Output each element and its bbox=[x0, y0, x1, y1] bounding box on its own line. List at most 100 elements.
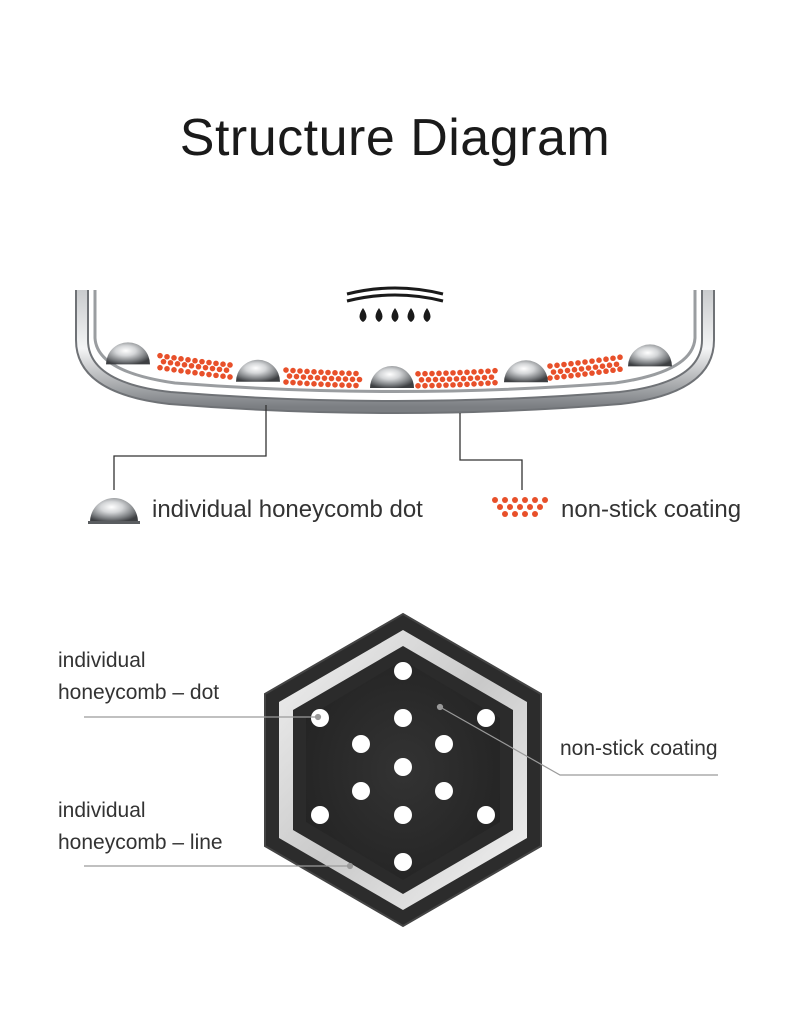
pan-ball bbox=[106, 342, 150, 365]
hexagon-honeycomb-dot bbox=[435, 782, 453, 800]
coating-dot bbox=[178, 368, 184, 374]
hexagon-honeycomb-dot bbox=[477, 709, 495, 727]
coating-dot bbox=[349, 376, 356, 383]
coating-dot bbox=[290, 367, 296, 374]
pan-honeycomb-dots bbox=[106, 342, 672, 388]
steam-drops-icon bbox=[346, 286, 444, 322]
coating-dot bbox=[318, 369, 324, 375]
coating-dot bbox=[474, 375, 481, 381]
coating-dot bbox=[575, 372, 581, 378]
coating-dot bbox=[596, 357, 602, 363]
label-dot-line1: individual bbox=[58, 649, 146, 672]
pan-ball bbox=[236, 359, 280, 382]
coating-dot bbox=[181, 362, 188, 368]
hexagon-honeycomb-dot bbox=[394, 709, 412, 727]
coating-dot bbox=[564, 367, 571, 374]
coating-dot bbox=[332, 370, 338, 376]
hexagon-leader-lines bbox=[84, 703, 718, 870]
steam-drop bbox=[375, 308, 383, 322]
coating-dot bbox=[304, 368, 310, 375]
coating-dot bbox=[422, 382, 428, 389]
coating-dot bbox=[568, 360, 574, 367]
coating-dot bbox=[332, 382, 338, 388]
coating-dot bbox=[220, 361, 226, 367]
legend-coating-dot bbox=[522, 511, 528, 517]
coating-dot bbox=[307, 374, 314, 381]
legend-coating-dot bbox=[542, 497, 548, 503]
coating-dot bbox=[164, 365, 170, 372]
coating-dot bbox=[453, 376, 460, 382]
legend-coating-dot bbox=[537, 504, 543, 510]
coating-dot bbox=[429, 370, 435, 377]
coating-dot bbox=[478, 380, 484, 387]
steam-drop bbox=[423, 308, 431, 322]
coating-dot bbox=[300, 374, 307, 380]
coating-dot bbox=[188, 362, 195, 369]
coating-dot bbox=[488, 374, 495, 380]
coating-dot bbox=[325, 381, 331, 388]
steam-drop bbox=[407, 308, 415, 322]
coating-dot bbox=[164, 353, 170, 360]
coating-dot bbox=[157, 352, 163, 359]
legend-coating-dot bbox=[522, 497, 528, 503]
coating-dot bbox=[321, 375, 328, 381]
coating-dot bbox=[429, 382, 435, 389]
coating-dot bbox=[457, 381, 463, 388]
hexagon-honeycomb-dot bbox=[394, 662, 412, 680]
coating-dot bbox=[613, 361, 620, 368]
coating-dot bbox=[554, 362, 560, 369]
label-line-line2: honeycomb – line bbox=[58, 831, 223, 854]
coating-dot bbox=[603, 368, 609, 375]
coating-dot bbox=[603, 356, 609, 363]
coating-dot bbox=[311, 381, 317, 387]
coating-dot bbox=[425, 376, 432, 383]
coating-dot bbox=[464, 369, 470, 376]
coating-dot bbox=[422, 370, 428, 377]
legend-coating: non-stick coating bbox=[561, 490, 741, 530]
coating-dot bbox=[578, 366, 585, 372]
label-honeycomb-dot: individual honeycomb – dot bbox=[58, 645, 219, 709]
coating-dot bbox=[547, 363, 553, 369]
coating-dot bbox=[415, 383, 421, 389]
coating-dot bbox=[443, 370, 449, 376]
coating-dot bbox=[446, 376, 453, 382]
legend-coating-dot bbox=[527, 504, 533, 510]
coating-dot bbox=[318, 381, 324, 387]
coating-dot bbox=[492, 367, 498, 374]
hexagon-honeycomb-dot bbox=[311, 806, 329, 824]
coating-dot bbox=[492, 379, 498, 386]
coating-dot bbox=[557, 368, 564, 375]
coating-dot bbox=[585, 365, 592, 371]
coating-dot bbox=[571, 366, 578, 373]
coating-dot bbox=[610, 355, 616, 362]
coating-dot bbox=[174, 361, 181, 367]
coating-dot bbox=[478, 368, 484, 375]
coating-dot bbox=[554, 374, 560, 381]
coating-dot bbox=[304, 380, 310, 387]
honeycomb-hexagon bbox=[264, 612, 542, 928]
hexagon-honeycomb-dot bbox=[352, 735, 370, 753]
pan-leader-lines bbox=[113, 405, 523, 490]
legend-coating-dot bbox=[532, 511, 538, 517]
coating-dot bbox=[589, 358, 595, 364]
coating-dot bbox=[599, 363, 606, 369]
pan-coating-dots bbox=[157, 352, 623, 389]
coating-dot bbox=[471, 369, 477, 375]
coating-dot bbox=[485, 380, 491, 386]
coating-dot bbox=[356, 376, 363, 383]
coating-dot bbox=[582, 371, 588, 377]
coating-dot bbox=[227, 362, 233, 368]
coating-dot bbox=[342, 376, 349, 382]
coating-dot bbox=[339, 370, 345, 376]
coating-dot bbox=[195, 363, 202, 370]
label-dot-line2: honeycomb – dot bbox=[58, 681, 220, 704]
coating-dot bbox=[171, 355, 177, 361]
coating-dot bbox=[167, 359, 174, 366]
coating-dot bbox=[209, 365, 216, 372]
coating-dot bbox=[443, 382, 449, 388]
pan-ball bbox=[504, 360, 548, 383]
coating-dot bbox=[202, 364, 209, 371]
coating-dot bbox=[283, 379, 289, 385]
pan-cross-section bbox=[75, 290, 715, 414]
